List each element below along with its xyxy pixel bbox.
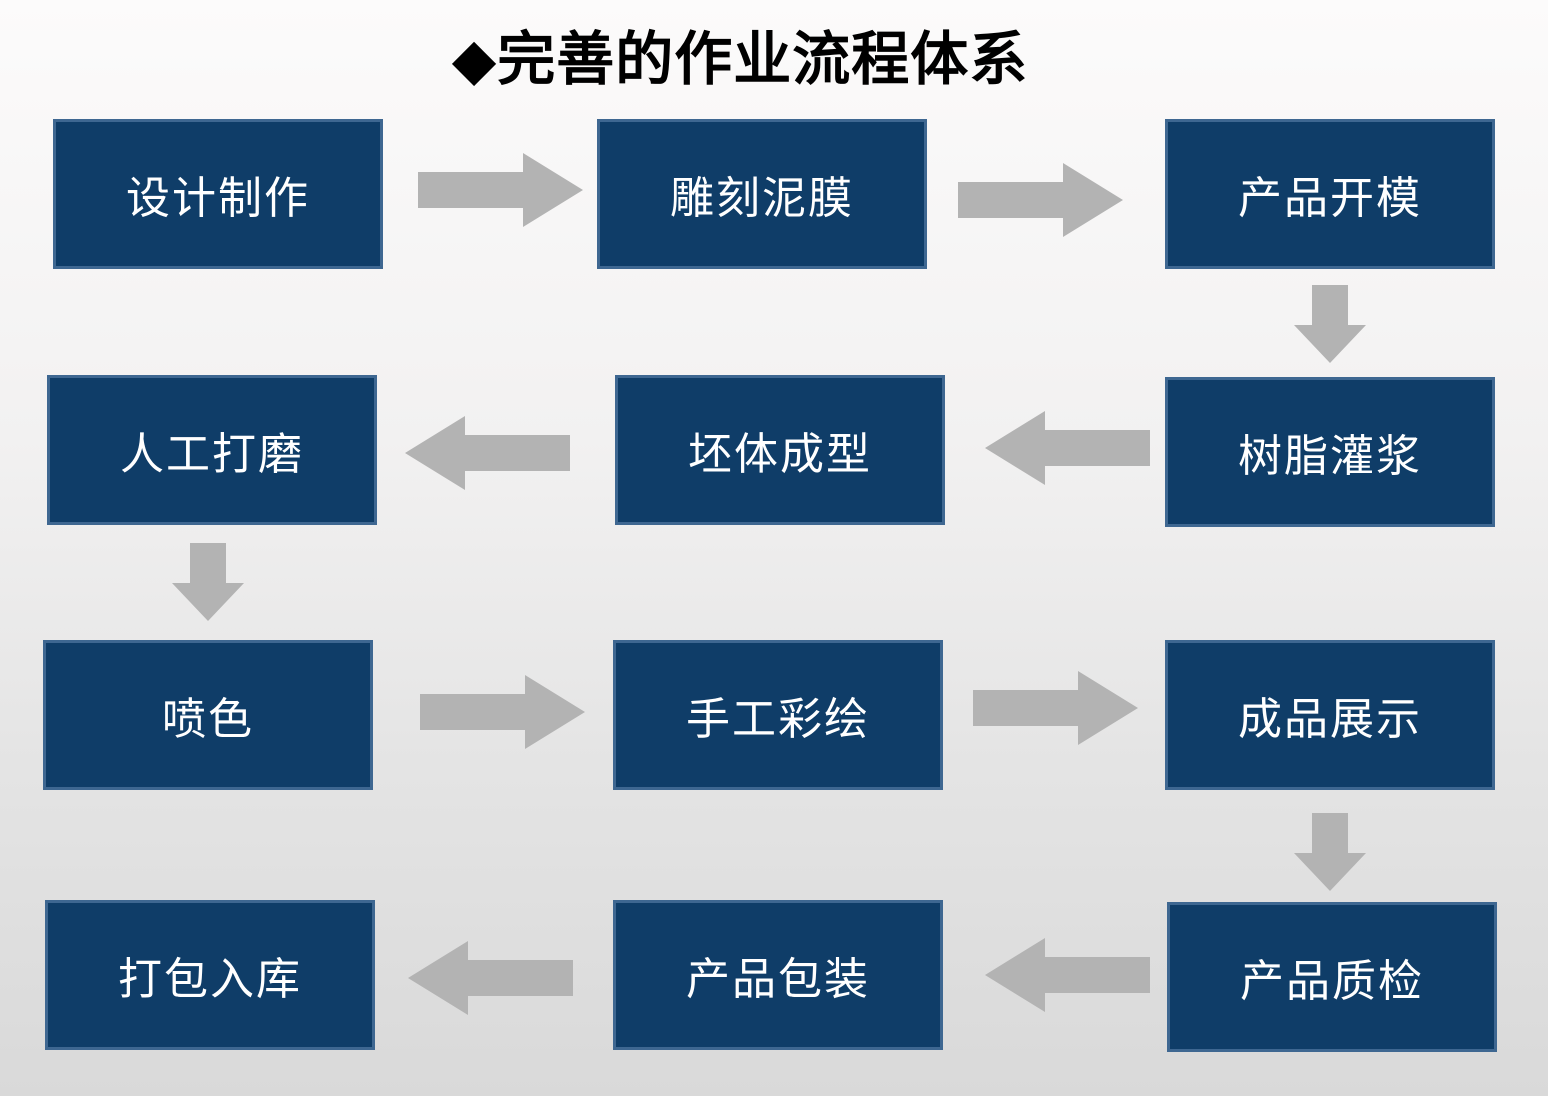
arrow-right-icon bbox=[420, 675, 585, 749]
flow-node-label: 打包入库 bbox=[118, 955, 302, 1004]
flow-node-spray: 喷色 bbox=[43, 640, 373, 790]
flow-node-design: 设计制作 bbox=[53, 119, 383, 269]
arrow-right-icon bbox=[958, 163, 1123, 237]
arrow-down-icon bbox=[1294, 285, 1366, 363]
flow-node-paint: 手工彩绘 bbox=[613, 640, 943, 790]
flow-node-label: 树脂灌浆 bbox=[1238, 432, 1422, 481]
flow-node-label: 成品展示 bbox=[1238, 695, 1422, 744]
flow-node-resin: 树脂灌浆 bbox=[1165, 377, 1495, 527]
arrow-left-icon bbox=[408, 941, 573, 1015]
arrow-right-icon bbox=[973, 671, 1138, 745]
arrow-down-icon bbox=[1294, 813, 1366, 891]
flow-node-label: 喷色 bbox=[162, 695, 254, 744]
arrow-left-icon bbox=[405, 416, 570, 490]
flow-node-label: 设计制作 bbox=[126, 174, 310, 223]
flow-node-mold: 产品开模 bbox=[1165, 119, 1495, 269]
arrow-left-icon bbox=[985, 411, 1150, 485]
flow-node-store: 打包入库 bbox=[45, 900, 375, 1050]
flow-node-label: 产品开模 bbox=[1238, 174, 1422, 223]
page-title-text: 完善的作业流程体系 bbox=[497, 27, 1029, 92]
flow-node-label: 手工彩绘 bbox=[686, 695, 870, 744]
flow-node-blank: 坯体成型 bbox=[615, 375, 945, 525]
flow-node-polish: 人工打磨 bbox=[47, 375, 377, 525]
flow-node-label: 产品包装 bbox=[686, 955, 870, 1004]
flow-node-label: 雕刻泥膜 bbox=[670, 174, 854, 223]
flow-node-package: 产品包装 bbox=[613, 900, 943, 1050]
flow-node-label: 产品质检 bbox=[1240, 957, 1424, 1006]
flow-node-inspect: 产品质检 bbox=[1167, 902, 1497, 1052]
diamond-bullet-icon: ◆ bbox=[451, 27, 498, 92]
flow-node-label: 坯体成型 bbox=[688, 430, 872, 479]
arrow-left-icon bbox=[985, 938, 1150, 1012]
arrow-down-icon bbox=[172, 543, 244, 621]
flow-node-display: 成品展示 bbox=[1165, 640, 1495, 790]
arrow-right-icon bbox=[418, 153, 583, 227]
page-title: ◆完善的作业流程体系 bbox=[0, 12, 1514, 96]
flow-node-label: 人工打磨 bbox=[120, 430, 304, 479]
flow-node-carve: 雕刻泥膜 bbox=[597, 119, 927, 269]
